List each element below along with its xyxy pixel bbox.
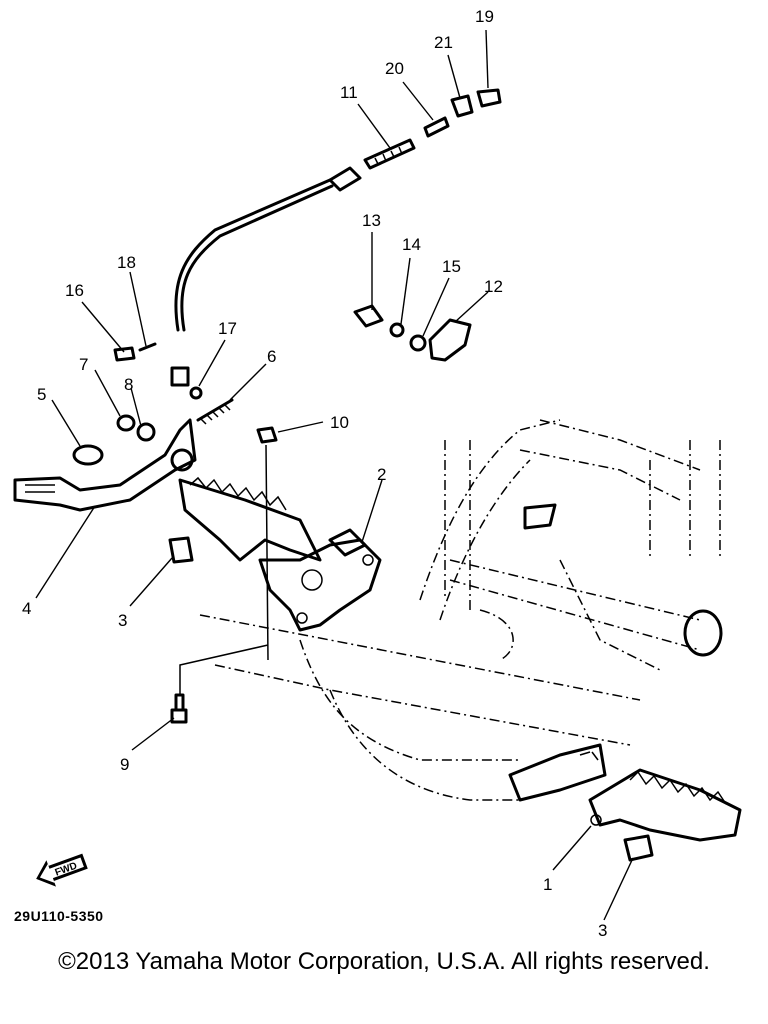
nut-15 — [409, 334, 427, 352]
bolt-3-left — [168, 536, 194, 564]
washer-17 — [189, 386, 203, 400]
callout-12: 12 — [484, 277, 503, 296]
brake-cable — [174, 178, 332, 332]
bolt-13 — [353, 304, 384, 328]
bracket-hole-2 — [362, 554, 374, 566]
peg-teeth — [189, 476, 287, 511]
cable-adjuster-11 — [363, 138, 416, 170]
callout-1: 1 — [543, 875, 552, 894]
bolt-9-center-line — [179, 444, 269, 695]
spring-20 — [423, 116, 450, 138]
pin-16 — [113, 346, 136, 362]
callout-3-left: 3 — [118, 611, 127, 630]
callout-16: 16 — [65, 281, 84, 300]
callout-18: 18 — [117, 253, 136, 272]
callout-3-right: 3 — [598, 921, 607, 940]
callout-20: 20 — [385, 59, 404, 78]
callout-10: 10 — [330, 413, 349, 432]
callout-5: 5 — [37, 385, 46, 404]
brake-cable-inner — [180, 184, 334, 332]
pedal-tread — [25, 484, 55, 493]
cable-end-fitting — [328, 166, 362, 192]
callout-21: 21 — [434, 33, 453, 52]
footrest-right-peg — [588, 768, 742, 842]
bolt-3-right — [623, 834, 654, 862]
bracket-hole-1 — [301, 569, 323, 591]
cap-5 — [72, 444, 104, 466]
callout-2: 2 — [377, 465, 386, 484]
bracket-hole-3 — [296, 612, 308, 624]
callout-9: 9 — [120, 755, 129, 774]
frame-tube-end — [683, 609, 723, 657]
callout-14: 14 — [402, 235, 421, 254]
frame-gusset — [523, 503, 557, 530]
callout-6: 6 — [267, 347, 276, 366]
cotter-18 — [138, 342, 157, 352]
footrest-mount-right — [508, 743, 607, 802]
callout-8: 8 — [124, 375, 133, 394]
footrest-left-peg — [178, 478, 322, 562]
spring-6 — [196, 398, 234, 422]
spring-6-coils — [199, 403, 231, 425]
callout-13: 13 — [362, 211, 381, 230]
leader-lines — [35, 29, 634, 921]
pedal-pivot — [170, 448, 194, 472]
clevis-16-fitting — [170, 366, 190, 387]
washer-14 — [389, 322, 405, 338]
callout-7: 7 — [79, 355, 88, 374]
callout-11: 11 — [340, 83, 358, 102]
callout-15: 15 — [442, 257, 461, 276]
brake-arm-12 — [428, 318, 472, 362]
callout-labels: 19 21 20 11 13 14 15 12 18 16 17 6 7 8 5… — [22, 7, 607, 940]
callout-17: 17 — [218, 319, 237, 338]
weld-mark — [579, 751, 599, 761]
bolt-9 — [170, 693, 188, 724]
nut-10 — [256, 426, 278, 444]
adjuster-thread — [374, 146, 403, 165]
footrest-bracket-2 — [258, 538, 382, 632]
pivot-shaft — [328, 528, 367, 557]
clip-19 — [476, 88, 502, 108]
brake-pedal-4 — [13, 418, 197, 512]
copyright-notice: ©2013 Yamaha Motor Corporation, U.S.A. A… — [58, 948, 710, 975]
callout-19: 19 — [475, 7, 494, 26]
right-peg-hole — [590, 814, 602, 826]
joint-21 — [450, 94, 474, 118]
right-peg-teeth — [629, 770, 727, 805]
fwd-arrow-icon: FWD — [36, 853, 88, 887]
nut-7 — [116, 414, 136, 432]
frame-outline — [199, 419, 721, 801]
washer-8 — [136, 422, 156, 442]
diagram-reference-code: 29U110-5350 — [14, 908, 104, 924]
callout-4: 4 — [22, 599, 31, 618]
